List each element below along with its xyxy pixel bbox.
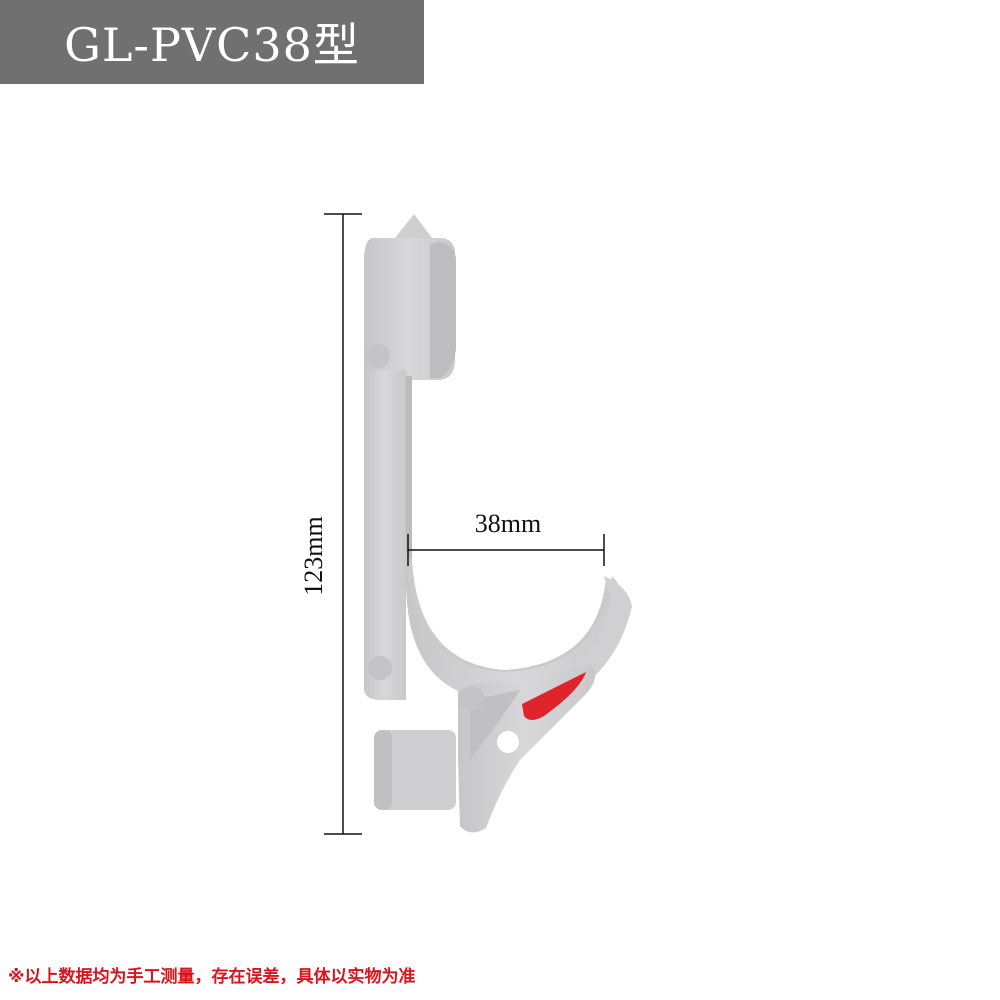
product-title: GL-PVC38型	[64, 18, 360, 72]
diameter-dimension-label: 38mm	[474, 509, 542, 538]
title-banner: GL-PVC38型	[0, 0, 424, 84]
height-dimension-line	[324, 213, 362, 835]
measurement-disclaimer: ※以上数据均为手工测量，存在误差，具体以实物为准	[8, 967, 416, 987]
pipe-clip-body	[364, 214, 632, 833]
height-dimension-label: 123mm	[299, 516, 328, 596]
diameter-dimension-line	[407, 534, 605, 566]
